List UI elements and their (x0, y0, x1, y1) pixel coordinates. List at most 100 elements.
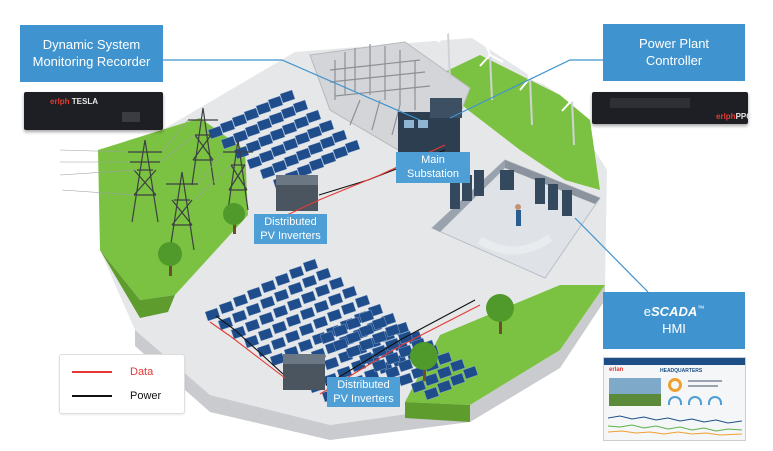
tesla-port-icon (122, 112, 140, 122)
solar-panel (384, 351, 401, 366)
solar-panel (332, 337, 349, 352)
solar-panel (332, 323, 349, 338)
solar-panel (358, 351, 375, 366)
solar-panel (341, 285, 358, 300)
solar-panel (243, 107, 260, 122)
solar-panel (243, 334, 260, 349)
solar-panel (345, 344, 362, 359)
solar-panel (246, 155, 263, 170)
solar-panel (318, 119, 335, 134)
hmi-dial-icon (708, 396, 722, 405)
solar-panel (449, 372, 466, 387)
solar-panel (327, 292, 344, 307)
solar-panel (258, 149, 275, 164)
substation-yard (309, 41, 471, 154)
solar-panel (371, 330, 388, 345)
solar-panel (288, 265, 305, 280)
solar-panel (301, 274, 318, 289)
hmi-dial-icon (668, 396, 682, 405)
solar-panel (436, 379, 453, 394)
solar-panel (323, 356, 340, 371)
solar-panel (319, 135, 336, 150)
escada-line2: HMI (662, 320, 686, 336)
solar-panel (256, 117, 273, 132)
inverter-buildings (276, 175, 325, 390)
solar-panel (232, 293, 249, 308)
connector-lines (162, 59, 649, 293)
solar-panel (272, 304, 289, 319)
solar-panel (270, 143, 287, 158)
solar-panel (307, 141, 324, 156)
solar-panel (204, 307, 221, 322)
solar-panel (358, 323, 375, 338)
solar-panel (358, 309, 375, 324)
ppc-display-icon (610, 98, 690, 108)
ppc-brand: erlphPPC (716, 112, 753, 121)
ppc-line1: Power Plant (638, 36, 710, 52)
solar-panel (449, 358, 466, 373)
trees (158, 203, 514, 381)
solar-panel (300, 290, 317, 305)
escada-prefix: e (643, 304, 651, 320)
solar-panel (232, 129, 249, 144)
dsmr-line2: Monitoring Recorder (32, 53, 151, 69)
solar-panel (279, 89, 296, 104)
solar-panel (267, 95, 284, 110)
grass-areas (98, 55, 605, 422)
solar-panel (259, 165, 276, 180)
dsmr-line1: Dynamic System (42, 37, 141, 53)
solar-panel (410, 379, 427, 394)
solar-panel (292, 99, 309, 114)
solar-panel (284, 329, 301, 344)
solar-panel (371, 316, 388, 331)
solar-panel (274, 272, 291, 287)
power-line-swatch (72, 395, 112, 397)
data-line-swatch (72, 371, 112, 373)
hmi-logo: erlan (609, 367, 624, 373)
solar-panel (287, 281, 304, 296)
solar-panel (231, 113, 248, 128)
solar-panel (298, 322, 315, 337)
solar-panel (259, 295, 276, 310)
solar-panel (246, 286, 263, 301)
solar-panel (326, 308, 343, 323)
solar-panel (397, 358, 414, 373)
solar-panel (332, 145, 349, 160)
solar-panel (245, 302, 262, 317)
dsmr-device: erlph TESLA (24, 92, 163, 130)
solar-panel (302, 258, 319, 273)
transmission-towers (59, 107, 253, 251)
solar-panel (328, 276, 345, 291)
escada-tm: ™ (697, 305, 705, 313)
solar-panel (312, 315, 329, 330)
solar-panel (280, 105, 297, 120)
solar-panel (397, 372, 414, 387)
solar-panel (244, 123, 261, 138)
solar-panel (308, 157, 325, 172)
solar-panel (306, 125, 323, 140)
solar-panel (294, 131, 311, 146)
hmi-trend-chart (608, 415, 742, 436)
hmi-gauge-icon (668, 378, 682, 392)
solar-panel (299, 306, 316, 321)
solar-panel (245, 139, 262, 154)
ppc-device: erlphPPC (592, 92, 752, 124)
solar-panel (282, 137, 299, 152)
wind-turbines (437, 17, 587, 146)
solar-panel (305, 109, 322, 124)
solar-panel (257, 327, 274, 342)
solar-panel (423, 372, 440, 387)
solar-panel (244, 318, 261, 333)
escada-name: SCADA (651, 304, 698, 320)
solar-panel (293, 115, 310, 130)
solar-panel (296, 163, 313, 178)
solar-panel (344, 139, 361, 154)
escada-callout: eSCADA™ HMI (603, 292, 745, 349)
solar-panel (257, 133, 274, 148)
